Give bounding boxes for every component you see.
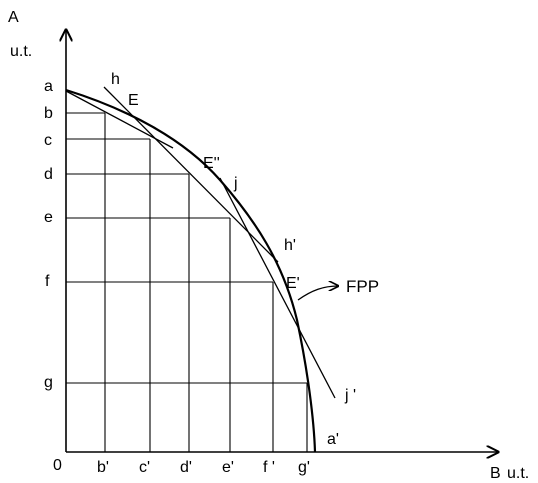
fpp-pointer-arrow: [297, 286, 338, 301]
x-tick-g-prime: g': [298, 459, 310, 476]
x-tick-d-prime: d': [180, 459, 192, 476]
tangent-label-j: j: [233, 175, 238, 192]
y-axis-unit: u.t.: [10, 43, 32, 60]
y-tick-a: a: [44, 78, 53, 95]
origin-label: 0: [53, 457, 62, 474]
tangent-line-j: [219, 177, 336, 399]
y-tick-e: e: [44, 209, 53, 226]
x-tick-c-prime: c': [139, 459, 150, 476]
x-tick-a-prime: a': [327, 431, 339, 448]
tangent-label-h-prime: h': [284, 237, 296, 254]
y-axis-name: A: [8, 9, 19, 26]
vertical-grid-lines: [104, 113, 308, 452]
y-tick-d: d: [44, 166, 53, 183]
x-axis-name: B: [490, 465, 501, 482]
fpp-label: FPP: [346, 277, 379, 296]
x-axis-unit: u.t.: [507, 465, 529, 482]
x-tick-f-prime: f ': [263, 459, 275, 476]
fpp-curve: [65, 88, 317, 453]
tangent-label-h: h: [111, 71, 120, 88]
tangent-label-j-prime: j ': [344, 387, 356, 404]
y-tick-b: b: [44, 105, 53, 122]
y-tick-g: g: [44, 374, 53, 391]
y-tick-f: f: [45, 273, 50, 290]
point-label-e: E: [128, 92, 139, 109]
x-tick-b-prime: b': [97, 459, 109, 476]
point-label-e-prime: E': [286, 275, 300, 292]
point-label-e-double-prime: E'': [203, 155, 220, 172]
x-tick-e-prime: e': [222, 459, 234, 476]
horizontal-grid-lines: [66, 112, 307, 384]
y-tick-c: c: [44, 132, 52, 149]
